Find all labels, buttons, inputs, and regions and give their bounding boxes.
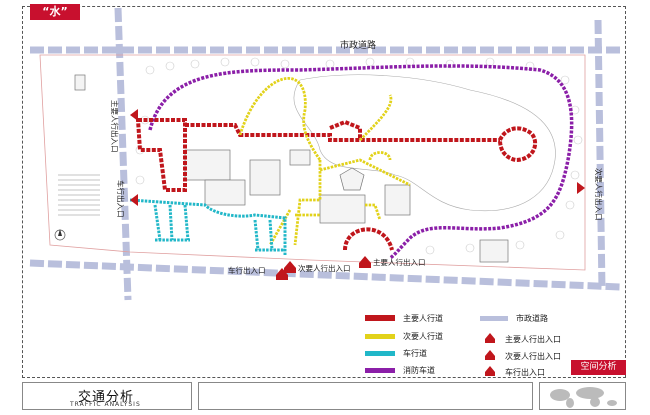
footer-bar: 交通分析 TRAFFIC ANALYSIS <box>22 382 626 410</box>
legend-secondary-entrance-label: 次要人行出入口 <box>505 351 561 361</box>
bottom-car-entrance-label: 车行出入口 <box>228 265 266 275</box>
footer-middle-box <box>198 382 533 410</box>
legend: 主要人行道 次要人行道 车行道 消防车道 市政道路 主要人行出入口 次要人行出入… <box>365 313 561 377</box>
legend-fire-lane-label: 消防车道 <box>403 365 435 375</box>
legend-car-road-swatch <box>365 351 395 356</box>
legend-fire-lane-swatch <box>365 368 395 373</box>
entrance-markers <box>130 109 585 280</box>
site-boundary <box>39 54 586 271</box>
bottom-secondary-entrance-icon <box>284 261 296 273</box>
fire-lane-path <box>148 64 574 260</box>
legend-car-entrance-icon <box>485 366 495 376</box>
legend-car-road-label: 车行道 <box>403 348 427 358</box>
left-car-entrance-icon <box>130 194 138 206</box>
left-ped-entrance-label: 主要人行出入口 <box>110 100 120 153</box>
footer-map-box <box>539 382 626 410</box>
footer-subtitle: TRAFFIC ANALYSIS <box>70 401 141 408</box>
municipal-roads <box>29 7 621 301</box>
space-analysis-tag: 空间分析 <box>571 360 626 375</box>
main-ped-paths <box>135 118 538 251</box>
parking-hatch <box>58 174 100 216</box>
legend-secondary-ped-label: 次要人行道 <box>403 331 443 341</box>
right-ped-entrance-label: 次要人行出入口 <box>594 168 604 221</box>
footer-title: 交通分析 <box>78 390 135 405</box>
legend-main-entrance-label: 主要人行出入口 <box>505 334 561 344</box>
legend-main-ped-swatch <box>365 315 395 321</box>
lake-outline <box>293 74 556 212</box>
world-map-icon <box>550 387 617 408</box>
footer-title-box: 交通分析 TRAFFIC ANALYSIS <box>22 382 192 410</box>
car-roads <box>129 198 287 255</box>
north-arrow-icon <box>54 229 66 241</box>
road-right <box>594 19 606 291</box>
secondary-ped-paths <box>238 76 411 246</box>
legend-municipal-road-swatch <box>480 316 508 321</box>
right-secondary-entrance-icon <box>577 182 585 194</box>
road-top-label: 市政道路 <box>340 39 376 51</box>
buildings <box>74 74 509 263</box>
legend-secondary-entrance-icon <box>485 350 495 360</box>
left-main-ped-entrance-icon <box>130 109 138 121</box>
drawing-frame <box>22 6 626 378</box>
legend-car-entrance-label: 车行出入口 <box>505 367 545 377</box>
legend-main-entrance-icon <box>485 333 495 343</box>
legend-secondary-ped-swatch <box>365 334 395 339</box>
bottom-main-entrance-icon <box>359 256 371 268</box>
bottom-car-entrance-icon <box>276 268 288 280</box>
legend-municipal-road-label: 市政道路 <box>516 313 548 323</box>
bottom-main-entrance-label: 主要人行出入口 <box>373 257 426 267</box>
legend-main-ped-label: 主要人行道 <box>403 313 443 323</box>
left-car-entrance-label: 车行出入口 <box>116 180 126 218</box>
water-tag: “水” <box>30 4 80 20</box>
bottom-secondary-entrance-label: 次要人行出入口 <box>298 263 351 273</box>
